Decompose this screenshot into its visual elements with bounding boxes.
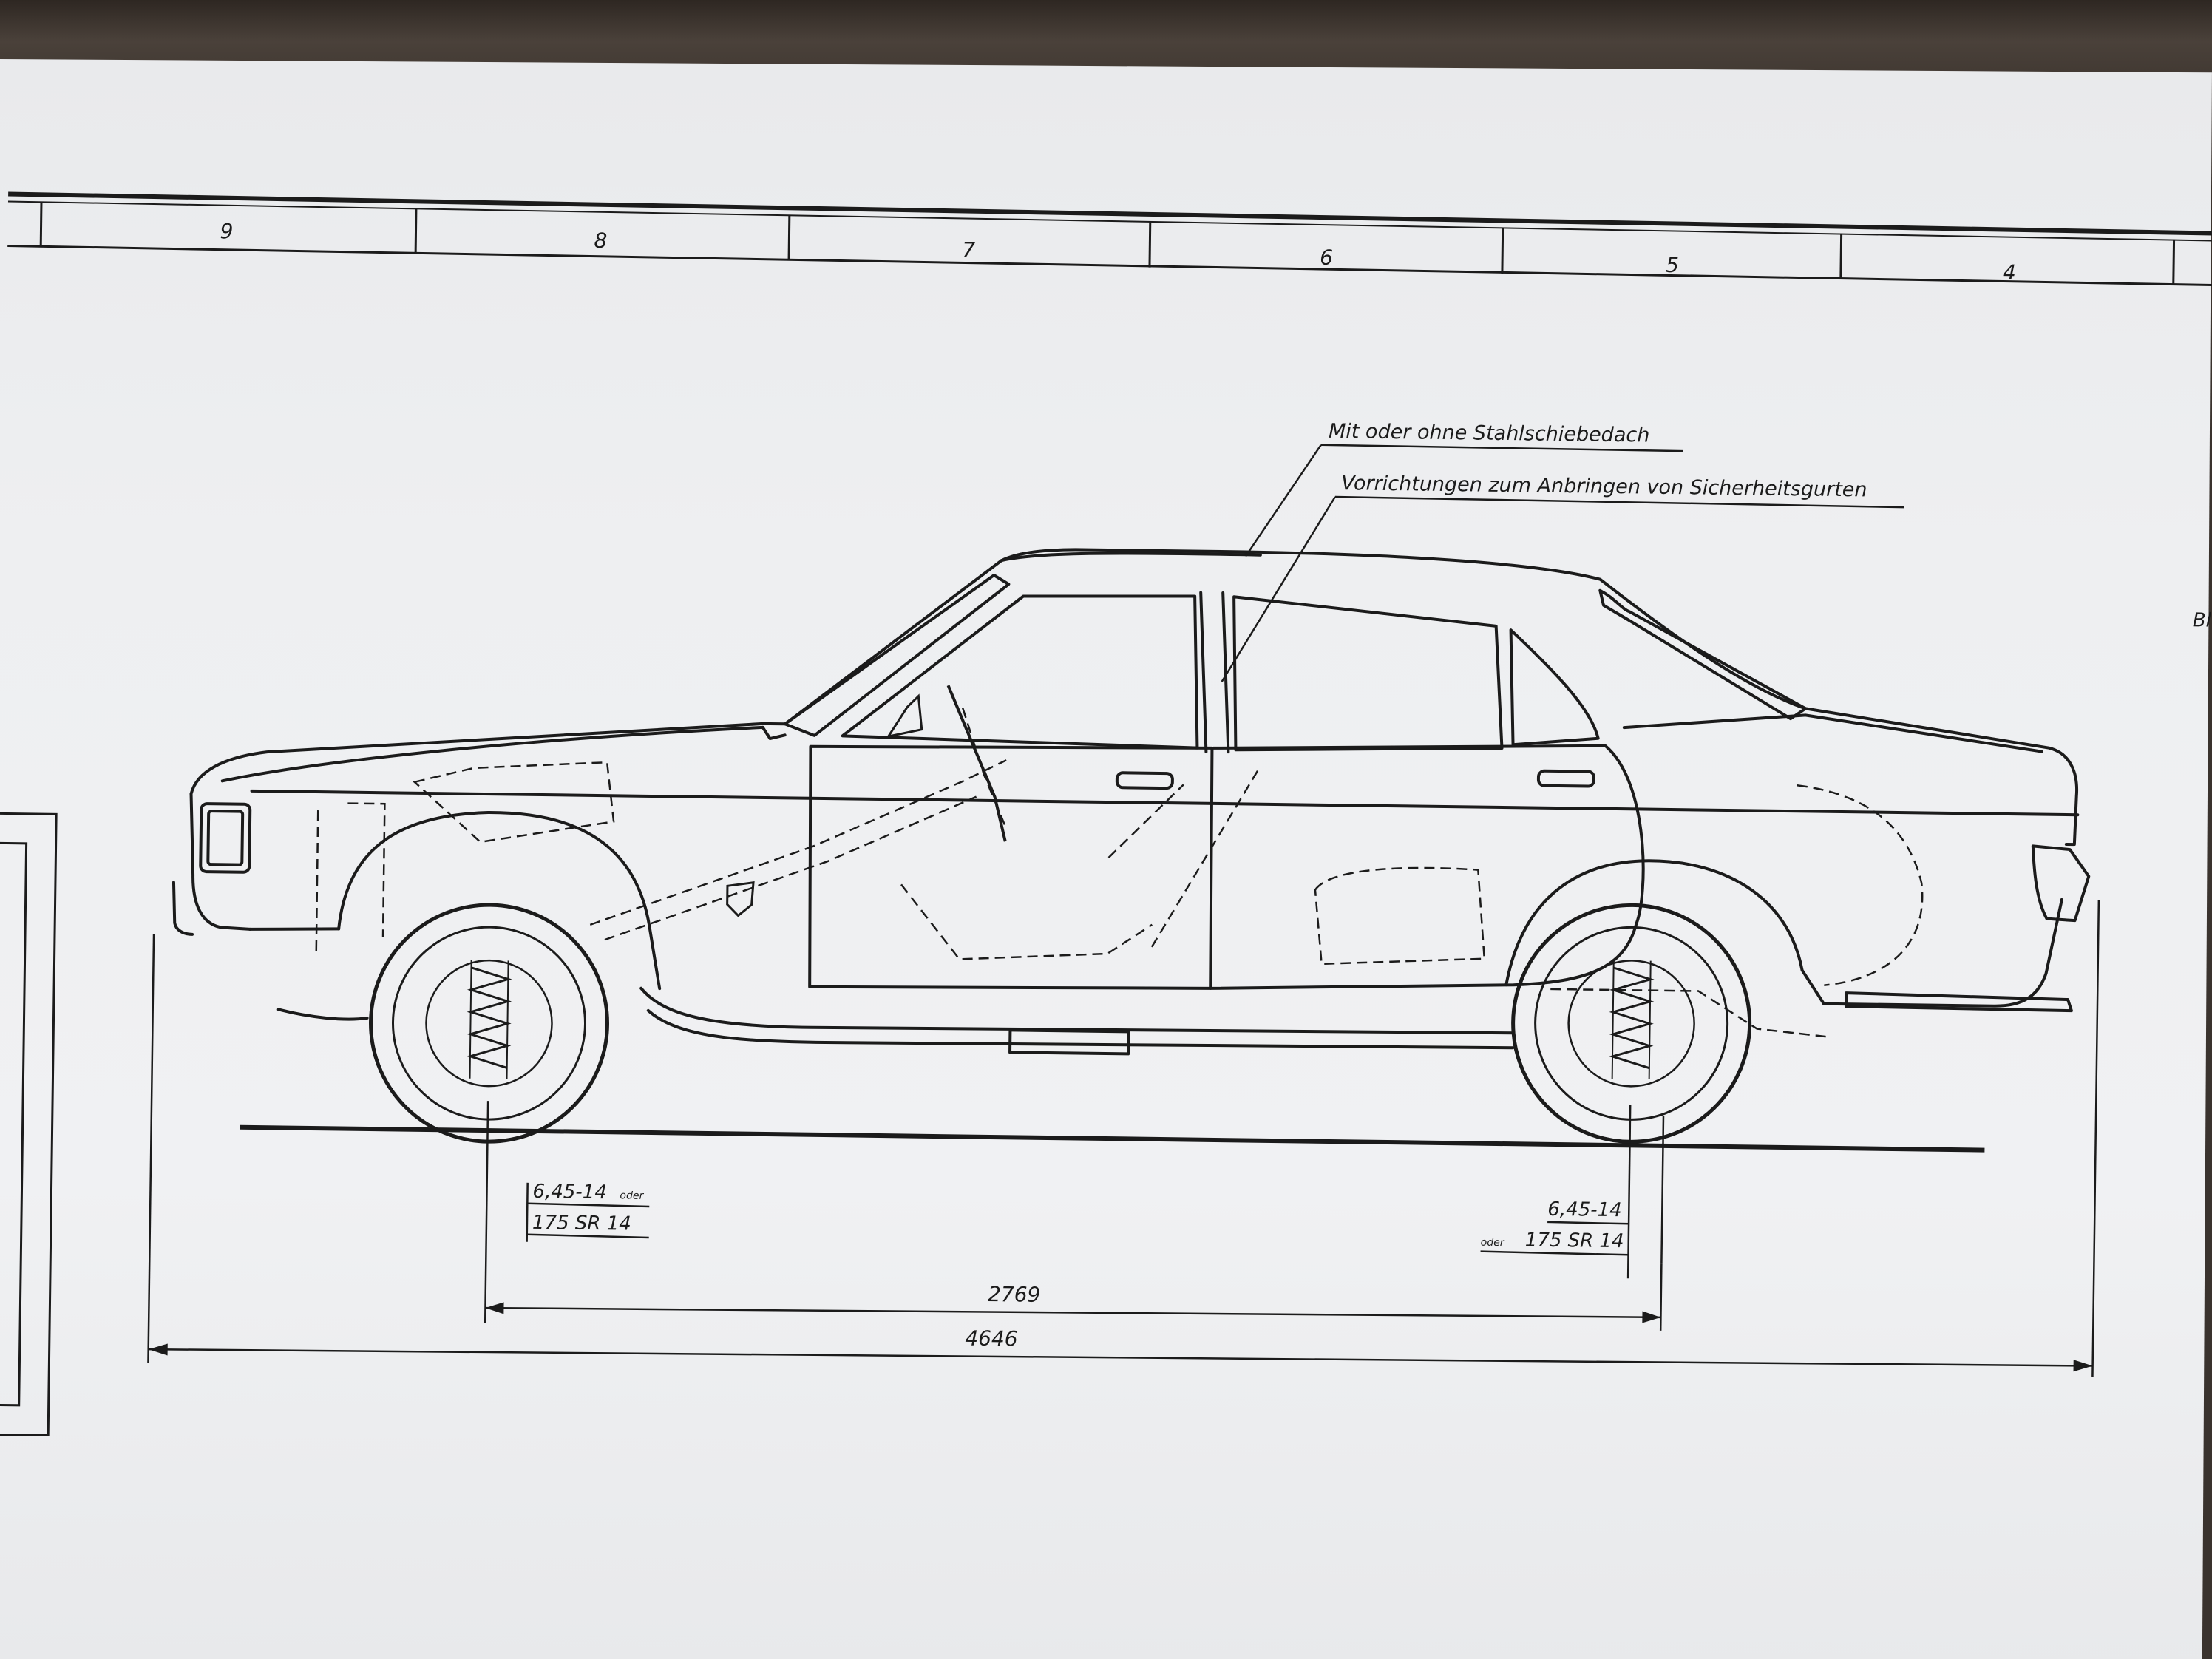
front-tire-size: 6,45-14 [532,1181,607,1204]
front-wheel [368,903,609,1144]
zone-label-6: 6 [1320,245,1333,270]
rear-tire-size: 6,45-14 [1547,1198,1622,1221]
overall-length-value: 4646 [965,1326,1018,1351]
edge-mark: Bl [2193,609,2212,631]
emblem-badge [726,881,755,917]
zone-label-5: 5 [1666,253,1679,277]
rear-tire-alt-size: 175 SR 14 [1525,1229,1624,1252]
annotation-sunroof: Mit oder ohne Stahlschiebedach [1329,420,1650,447]
title-block-frame [0,812,58,1436]
wheelbase-dimension [484,1249,1663,1331]
side-mirror [886,693,923,739]
front-tire-alt-size: 175 SR 14 [532,1212,631,1235]
rear-tire-oder: oder [1481,1237,1505,1249]
zone-label-4: 4 [2003,260,2016,285]
ground-line [240,1124,1985,1153]
annotation-seatbelts: Vorrichtungen zum Anbringen von Sicherhe… [1341,472,1867,501]
zone-label-9: 9 [220,219,233,243]
zone-label-7: 7 [962,237,975,262]
rear-tire-callout: 6,45-14 oder 175 SR 14 [1480,1105,1665,1279]
car-outline [172,548,2091,1056]
zone-ruler [7,191,2212,287]
zone-label-8: 8 [594,228,607,253]
front-tire-oder: oder [620,1190,644,1201]
steering-column [946,685,1007,842]
front-tire-callout: 6,45-14 oder 175 SR 14 [485,1101,650,1249]
overall-length-dimension [147,900,2100,1377]
annotation-leaders [1221,444,1904,682]
zone-labels: 9 8 7 6 5 4 [220,219,2016,285]
wheelbase-value: 2769 [988,1282,1041,1307]
